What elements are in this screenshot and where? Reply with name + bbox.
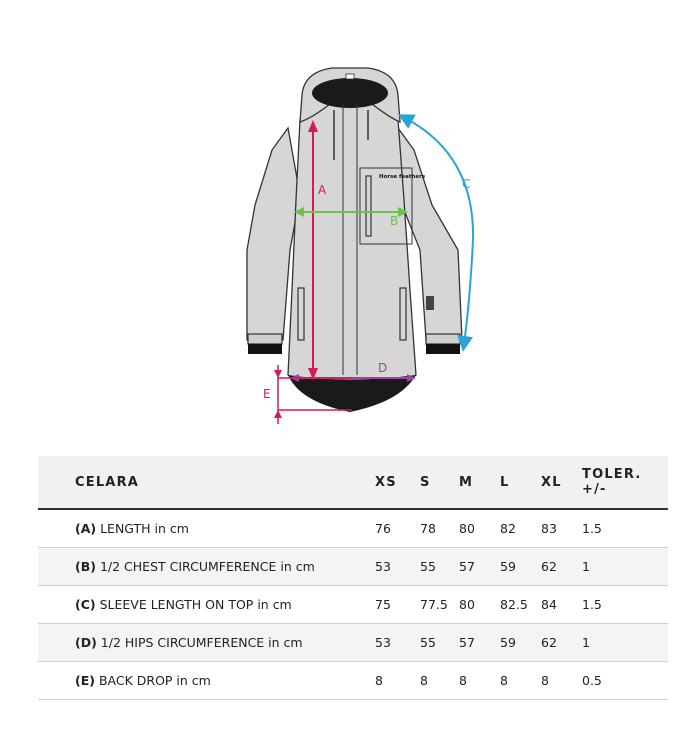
- size-header-xs: XS: [375, 474, 397, 490]
- jacket-illustration: [246, 67, 463, 412]
- table-row: (B) 1/2 CHEST CIRCUMFERENCE in cm 53 55 …: [38, 547, 668, 585]
- value-xs: 75: [375, 596, 391, 612]
- value-xs: 53: [375, 558, 391, 574]
- value-tolerance: 1: [582, 558, 590, 574]
- value-xl: 8: [541, 672, 549, 688]
- size-table: CELARA XS S M L XL TOLER. +/- (A) LENGTH…: [38, 456, 668, 700]
- table-header-row: CELARA XS S M L XL TOLER. +/-: [38, 456, 668, 509]
- value-xs: 76: [375, 520, 391, 536]
- value-xl: 84: [541, 596, 557, 612]
- value-s: 78: [420, 520, 436, 536]
- value-m: 57: [459, 558, 475, 574]
- size-header-xl: XL: [541, 474, 562, 490]
- value-s: 77.5: [420, 596, 448, 612]
- row-name: 1/2 CHEST CIRCUMFERENCE in cm: [99, 558, 315, 574]
- row-label: (C): [75, 596, 96, 612]
- value-tolerance: 1.5: [582, 520, 602, 536]
- row-label: (E): [75, 672, 95, 688]
- row-name: SLEEVE LENGTH ON TOP in cm: [99, 596, 292, 612]
- value-l: 59: [500, 634, 516, 650]
- marker-e: E: [263, 387, 271, 401]
- tolerance-header: TOLER. +/-: [582, 467, 642, 497]
- table-row: (C) SLEEVE LENGTH ON TOP in cm 75 77.5 8…: [38, 585, 668, 623]
- model-name: CELARA: [75, 474, 140, 490]
- marker-b: B: [390, 214, 398, 228]
- value-tolerance: 0.5: [582, 672, 602, 688]
- value-l: 82: [500, 520, 516, 536]
- row-name: 1/2 HIPS CIRCUMFERENCE in cm: [100, 634, 303, 650]
- table-row: (E) BACK DROP in cm 8 8 8 8 8 0.5: [38, 661, 668, 699]
- value-s: 55: [420, 634, 436, 650]
- value-xl: 83: [541, 520, 557, 536]
- measure-e: E: [263, 365, 352, 424]
- row-label: (A): [75, 520, 97, 536]
- value-xl: 62: [541, 558, 557, 574]
- value-tolerance: 1.5: [582, 596, 602, 612]
- measure-c: C: [397, 114, 475, 352]
- marker-c: C: [462, 177, 470, 191]
- jacket-measurement-diagram: Horse feathers A B C D E: [246, 67, 475, 424]
- row-label: (D): [75, 634, 97, 650]
- size-header-m: M: [459, 474, 474, 490]
- table-row: (A) LENGTH in cm 76 78 80 82 83 1.5: [38, 509, 668, 547]
- measure-a: A: [308, 120, 327, 380]
- table-row: (D) 1/2 HIPS CIRCUMFERENCE in cm 53 55 5…: [38, 623, 668, 661]
- value-m: 80: [459, 520, 475, 536]
- value-s: 8: [420, 672, 428, 688]
- row-label: (B): [75, 558, 96, 574]
- value-xl: 62: [541, 634, 557, 650]
- value-xs: 8: [375, 672, 383, 688]
- value-l: 8: [500, 672, 508, 688]
- size-header-l: L: [500, 474, 510, 490]
- value-xs: 53: [375, 634, 391, 650]
- value-s: 55: [420, 558, 436, 574]
- value-l: 59: [500, 558, 516, 574]
- value-m: 80: [459, 596, 475, 612]
- value-m: 8: [459, 672, 467, 688]
- value-m: 57: [459, 634, 475, 650]
- size-header-s: S: [420, 474, 431, 490]
- value-tolerance: 1: [582, 634, 590, 650]
- row-name: BACK DROP in cm: [98, 672, 211, 688]
- row-name: LENGTH in cm: [100, 520, 189, 536]
- value-l: 82.5: [500, 596, 528, 612]
- brand-patch: Horse feathers: [379, 174, 426, 180]
- marker-a: A: [318, 183, 327, 197]
- marker-d: D: [378, 361, 387, 375]
